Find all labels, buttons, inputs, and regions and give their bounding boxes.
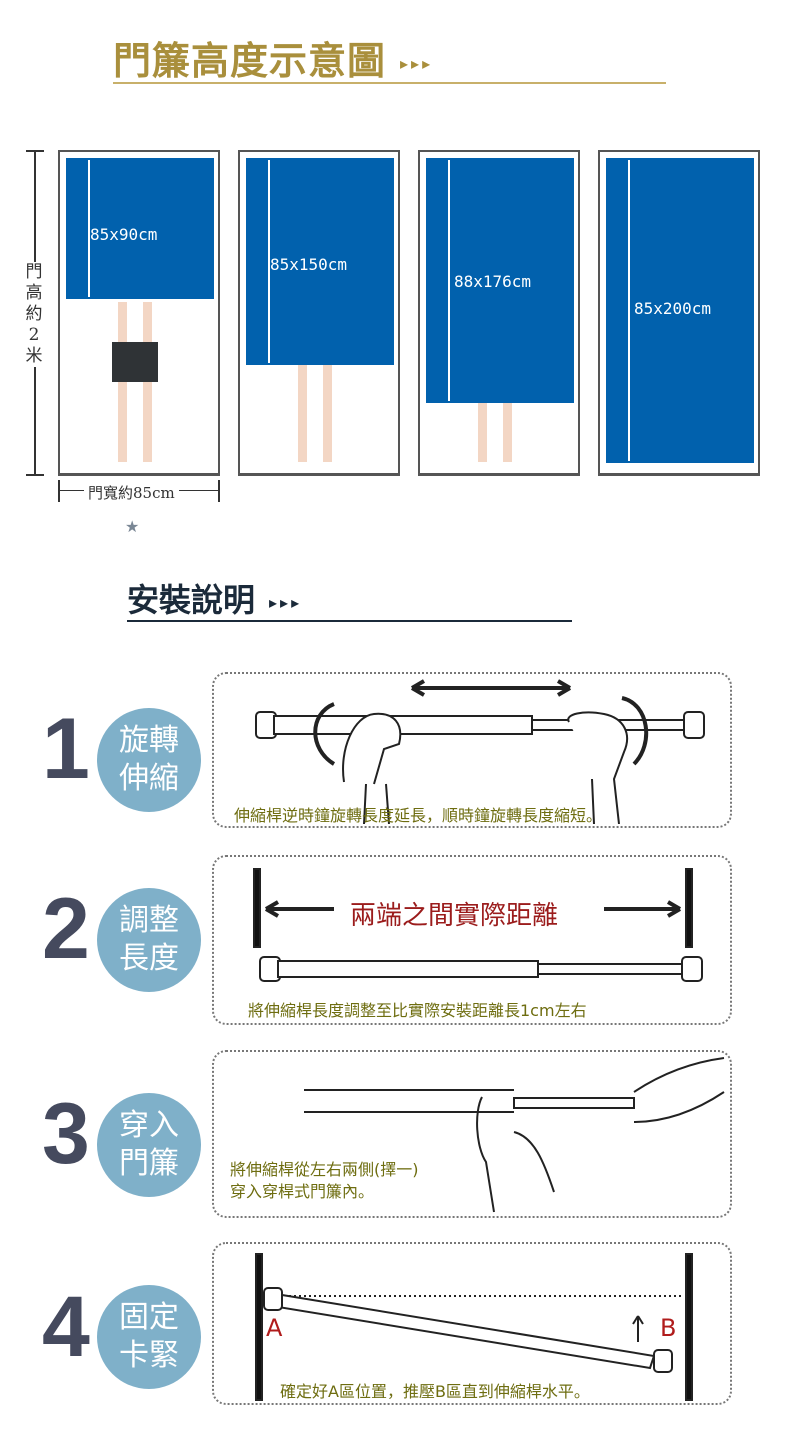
step-2-panel: 兩端之間實際距離 將伸縮桿長度調整至比實際安裝距離長1cm左右	[212, 855, 732, 1025]
step-4-panel: A B 確定好A區位置，推壓B區直到伸縮桿水平。	[212, 1242, 732, 1405]
curtain-size-label: 85x200cm	[634, 295, 712, 322]
curtain: 88x176cm	[426, 158, 574, 403]
label-line: 門簾	[119, 1146, 179, 1181]
title-text: 門簾高度示意圖	[113, 39, 387, 83]
label-line: 調整	[119, 903, 179, 938]
triple-arrow-icon: ▸▸▸	[400, 54, 434, 73]
scale-tick	[26, 150, 44, 152]
label-line: 伸縮	[119, 761, 179, 796]
door-width-label: 門寬約85cm	[84, 482, 179, 503]
label-line: 旋轉	[119, 723, 179, 758]
width-tick	[218, 480, 220, 502]
triple-arrow-icon: ▸▸▸	[269, 592, 303, 612]
step-caption: 將伸縮桿長度調整至比實際安裝距離長1cm左右	[248, 1001, 587, 1020]
height-arrow-icon	[268, 160, 270, 363]
step-3-panel: 將伸縮桿從左右兩側(擇一) 穿入穿桿式門簾內。	[212, 1050, 732, 1218]
person-skirt	[112, 342, 158, 382]
step-number: 3	[42, 1086, 90, 1182]
step-number: 4	[42, 1279, 90, 1375]
mark-b: B	[660, 1314, 677, 1342]
curtain-size-label: 88x176cm	[454, 268, 532, 295]
step-caption: 伸縮桿逆時鐘旋轉長度延長，順時鐘旋轉長度縮短。	[234, 806, 603, 825]
step-label-circle: 穿入門簾	[97, 1093, 201, 1197]
height-arrow-icon	[448, 160, 450, 401]
step-number: 2	[42, 881, 90, 977]
step-label-circle: 調整長度	[97, 888, 201, 992]
distance-heading: 兩端之間實際距離	[350, 901, 559, 931]
step-caption: 穿入穿桿式門簾內。	[230, 1182, 375, 1201]
step-number: 1	[42, 701, 90, 797]
step-caption: 將伸縮桿從左右兩側(擇一)	[230, 1160, 419, 1179]
label-line: 卡緊	[119, 1338, 179, 1373]
door-frame: 85x150cm	[238, 150, 400, 476]
person-legs	[478, 397, 512, 462]
person-legs	[298, 359, 332, 462]
door-frame: 88x176cm	[418, 150, 580, 476]
curtain-size-label: 85x150cm	[270, 251, 348, 278]
divider	[113, 82, 666, 84]
step-label-circle: 固定卡緊	[97, 1285, 201, 1389]
curtain: 85x90cm	[66, 158, 214, 299]
height-section-title: 門簾高度示意圖 ▸▸▸	[113, 30, 433, 85]
fix-rod-illustration	[255, 1253, 693, 1401]
curtain: 85x200cm	[606, 158, 754, 463]
thread-curtain-illustration	[304, 1057, 725, 1213]
measure-rod-illustration	[253, 868, 703, 982]
person-legs	[118, 302, 152, 462]
height-arrow-icon	[88, 160, 90, 297]
label-line: 長度	[119, 941, 179, 976]
scale-tick	[26, 474, 44, 476]
width-tick	[58, 480, 60, 502]
curtain: 85x150cm	[246, 158, 394, 365]
step-label-circle: 旋轉伸縮	[97, 708, 201, 812]
divider	[127, 620, 572, 622]
mark-a: A	[266, 1314, 283, 1342]
height-arrow-icon	[628, 160, 630, 461]
title-text: 安裝說明	[127, 581, 256, 619]
label-line: 固定	[119, 1300, 179, 1335]
star-icon: ★	[125, 517, 140, 536]
door-height-label: 門高約2米	[24, 262, 44, 367]
door-frame: 85x90cm	[58, 150, 220, 476]
step-caption: 確定好A區位置，推壓B區直到伸縮桿水平。	[280, 1382, 590, 1401]
door-frame: 85x200cm	[598, 150, 760, 476]
step-1-panel: 伸縮桿逆時鐘旋轉長度延長，順時鐘旋轉長度縮短。	[212, 672, 732, 828]
install-section-title: 安裝說明 ▸▸▸	[127, 575, 302, 621]
rotate-rod-illustration	[255, 679, 705, 824]
curtain-size-label: 85x90cm	[90, 221, 158, 248]
label-line: 穿入	[119, 1108, 179, 1143]
